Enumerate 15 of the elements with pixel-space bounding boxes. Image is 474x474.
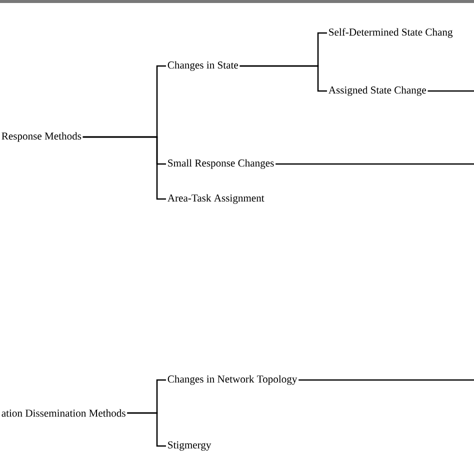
- tree-line: [82, 136, 166, 200]
- tree-line: [276, 163, 474, 165]
- tree-label: ation Dissemination Methods: [2, 409, 126, 417]
- tree-label: Changes in Network Topology: [168, 375, 298, 385]
- tree-label: Assigned State Change: [328, 86, 426, 96]
- tree-label: Self-Determined State Chang: [329, 28, 453, 38]
- tree-line: [428, 90, 474, 92]
- tree-label: Stigmergy: [168, 441, 212, 451]
- tree-label: Small Response Changes: [168, 159, 274, 169]
- tree-label: Changes in State: [168, 61, 238, 71]
- tree-line: [127, 412, 166, 447]
- tree-line: [240, 65, 327, 92]
- tree-label: Area-Task Assignment: [168, 194, 264, 204]
- tree-label: Response Methods: [2, 132, 82, 142]
- tree-line: [298, 379, 474, 381]
